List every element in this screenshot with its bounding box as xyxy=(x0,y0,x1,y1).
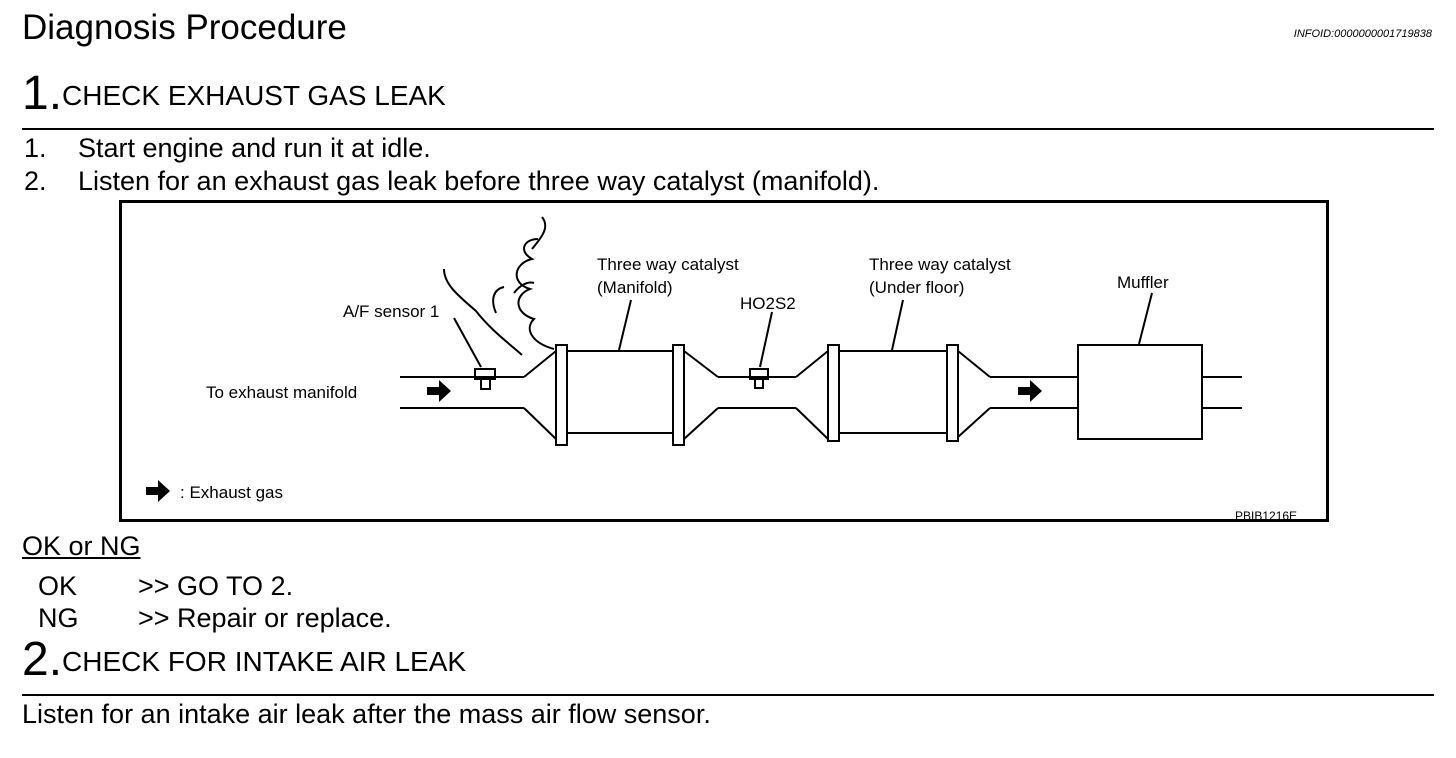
manifold-catalyst-leader xyxy=(618,299,632,351)
muffler-body xyxy=(1077,344,1203,440)
label-twc-manifold-line2: (Manifold) xyxy=(597,278,673,297)
exhaust-system-diagram: To exhaust manifold A/F sensor 1 Three w… xyxy=(146,216,1297,519)
underfloor-catalyst-flange-left xyxy=(827,344,840,442)
step-2-instruction: Listen for an intake air leak after the … xyxy=(22,699,711,729)
step-2-divider xyxy=(22,694,1434,696)
manifold-catalyst-flange-right xyxy=(672,344,685,446)
result-ng-action: >> Repair or replace. xyxy=(138,603,392,633)
manifold-catalyst-inlet-cone xyxy=(523,350,557,440)
underfloor-catalyst-flange-right xyxy=(946,344,959,442)
manifold-catalyst-flange-left xyxy=(555,344,568,446)
af-sensor-leader xyxy=(453,317,482,368)
label-to-exhaust-manifold: To exhaust manifold xyxy=(206,383,357,402)
muffler-leader xyxy=(1138,292,1153,345)
step-1-item-2-number: 2. xyxy=(24,166,47,196)
result-ok-code: OK xyxy=(38,571,78,601)
label-ho2s2: HO2S2 xyxy=(740,294,796,313)
step-2-heading: 2.CHECK FOR INTAKE AIR LEAK xyxy=(22,632,466,687)
step-2-title: CHECK FOR INTAKE AIR LEAK xyxy=(62,646,467,677)
label-twc-underfloor-line1: Three way catalyst xyxy=(869,255,1011,274)
legend-label: : Exhaust gas xyxy=(180,483,283,502)
exhaust-flow-arrow-icon xyxy=(427,380,451,402)
step-1-divider xyxy=(22,128,1434,130)
step-1-item-1-number: 1. xyxy=(24,133,47,163)
step-1-heading: 1.CHECK EXHAUST GAS LEAK xyxy=(22,66,446,121)
page-title: Diagnosis Procedure xyxy=(22,8,347,47)
underfloor-catalyst-inlet-cone xyxy=(795,350,829,440)
result-ok-action: >> GO TO 2. xyxy=(138,571,294,601)
legend-arrow-icon xyxy=(146,480,170,502)
exhaust-leak-smoke-icon xyxy=(515,238,555,350)
exhaust-flow-arrow-icon xyxy=(1018,380,1042,402)
step-1-number: 1. xyxy=(22,67,63,120)
ho2s2-leader xyxy=(759,311,773,368)
underfloor-catalyst-leader xyxy=(891,299,904,351)
exhaust-system-figure: To exhaust manifold A/F sensor 1 Three w… xyxy=(119,200,1329,522)
label-af-sensor: A/F sensor 1 xyxy=(343,302,439,321)
step-1-title: CHECK EXHAUST GAS LEAK xyxy=(62,80,446,111)
manifold-catalyst-outlet-cone xyxy=(683,350,719,440)
info-id: INFOID:0000000001719838 xyxy=(1293,28,1432,40)
label-muffler: Muffler xyxy=(1117,273,1169,292)
step-1-item-2-text: Listen for an exhaust gas leak before th… xyxy=(78,166,880,196)
step-1-item-1-text: Start engine and run it at idle. xyxy=(78,133,431,163)
figure-id: PBIB1216E xyxy=(1235,509,1297,519)
label-twc-manifold-line1: Three way catalyst xyxy=(597,255,739,274)
step-2-number: 2. xyxy=(22,633,63,686)
result-ng-code: NG xyxy=(38,603,79,633)
label-twc-underfloor-line2: (Under floor) xyxy=(869,278,964,297)
underfloor-catalyst-outlet-cone xyxy=(957,350,991,438)
result-heading: OK or NG xyxy=(22,531,141,561)
